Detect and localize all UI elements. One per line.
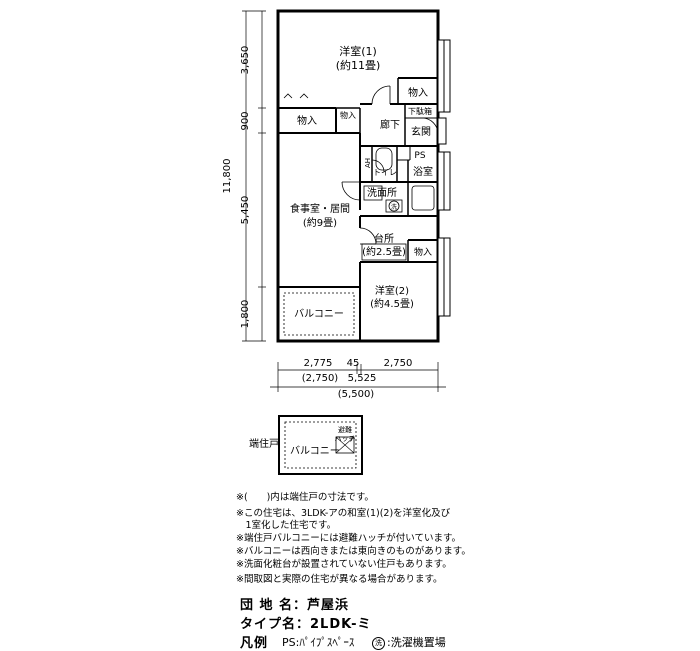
dimension-labels-horizontal: 2,775 45 2,750 (2,750) 5,525 (5,500) — [302, 358, 413, 400]
wash-mark: 洗 — [391, 203, 397, 211]
note-7: ※間取図と実際の住宅が異なる場合があります。 — [236, 574, 443, 585]
hallway-label: 廊下 — [380, 118, 400, 131]
storage-top-label: 物入 — [408, 86, 428, 99]
room-living-area: (約9畳) — [303, 216, 337, 229]
dim-total-width: 5,525 — [348, 373, 377, 384]
legend-wash-text: :洗濯機置場 — [387, 636, 446, 649]
dim-left-alt: (2,750) — [302, 373, 339, 384]
end-unit-balcony: 端住戸 バルコニー 避難 ハッチ — [249, 415, 363, 475]
washroom-label: 洗面所 — [367, 187, 397, 199]
room-kitchen: 台所 — [374, 232, 394, 245]
room-living: 食事室・居間 — [290, 202, 350, 215]
note-4: ※端住戸バルコニーには避難ハッチが付いています。 — [236, 533, 462, 544]
room-labels: 洋室(1) (約11畳) 物入 物入 物入 下駄箱 玄関 廊下 PS AH トイ… — [290, 44, 433, 320]
bath-label: 浴室 — [413, 165, 433, 178]
storage-mid-label: 物入 — [297, 114, 317, 127]
note-5: ※バルコニーは西向きまたは東向きのものがあります。 — [236, 546, 471, 557]
dim-seg4: 1,800 — [240, 300, 251, 329]
legend-ps: PS:ﾊﾟｲﾌﾟｽﾍﾟｰｽ — [282, 636, 355, 649]
toilet-label: トイレ — [373, 168, 397, 177]
dim-seg2: 900 — [240, 111, 251, 130]
hatch-label-1: 避難 — [338, 425, 352, 434]
balcony-label: バルコニー — [294, 308, 344, 320]
dimension-labels-vertical: 11,800 3,650 900 5,450 1,800 — [222, 46, 251, 329]
note-6: ※洗面化粧台が設置されていない住戸もあります。 — [236, 559, 452, 570]
room-kitchen-area: (約2.5畳) — [362, 245, 406, 258]
shoe-box-label: 下駄箱 — [408, 106, 432, 116]
dimension-lines-horizontal — [270, 362, 446, 392]
storage-small-label: 物入 — [340, 110, 356, 120]
dim-seg3: 5,450 — [240, 196, 251, 225]
note-3: 1室化した住宅です。 — [236, 520, 337, 531]
dim-total-width-alt: (5,500) — [338, 389, 375, 400]
wash-icon: 洗 — [372, 636, 385, 650]
dim-right: 2,750 — [384, 358, 413, 369]
dim-total-height: 11,800 — [222, 159, 233, 194]
end-unit-label: 端住戸 — [249, 437, 279, 450]
entrance-label: 玄関 — [411, 125, 431, 138]
ah-label: AH — [364, 158, 372, 168]
floor-plan: 洋室(1) (約11畳) 物入 物入 物入 下駄箱 玄関 廊下 PS AH トイ… — [222, 9, 451, 475]
type-name: タイプ名：2LDK-ミ — [240, 617, 372, 632]
ps-label: PS — [414, 151, 425, 161]
room-western1-area: (約11畳) — [336, 58, 381, 72]
storage-w2-label: 物入 — [414, 246, 432, 258]
dim-seg1: 3,650 — [240, 46, 251, 75]
danchi-name: 団 地 名：芦屋浜 — [240, 598, 350, 613]
dimension-lines-vertical — [242, 10, 266, 342]
legend-title: 凡例 — [240, 636, 269, 651]
fixtures — [283, 93, 435, 261]
dim-mid: 45 — [347, 358, 360, 369]
hatch-label-2: ハッチ — [335, 435, 356, 443]
legend-wash: 洗:洗濯機置場 — [372, 634, 446, 650]
room-western2-area: (約4.5畳) — [370, 297, 414, 310]
windows — [437, 39, 451, 317]
dim-left: 2,775 — [304, 358, 333, 369]
note-1: ※( )内は端住戸の寸法です。 — [236, 492, 374, 503]
room-western2: 洋室(2) — [375, 284, 409, 297]
room-western1: 洋室(1) — [339, 44, 377, 58]
walls — [276, 9, 440, 343]
note-2: ※この住宅は、3LDK-アの和室(1)(2)を洋室化及び — [236, 508, 451, 519]
end-unit-balcony-label: バルコニー — [290, 445, 340, 457]
